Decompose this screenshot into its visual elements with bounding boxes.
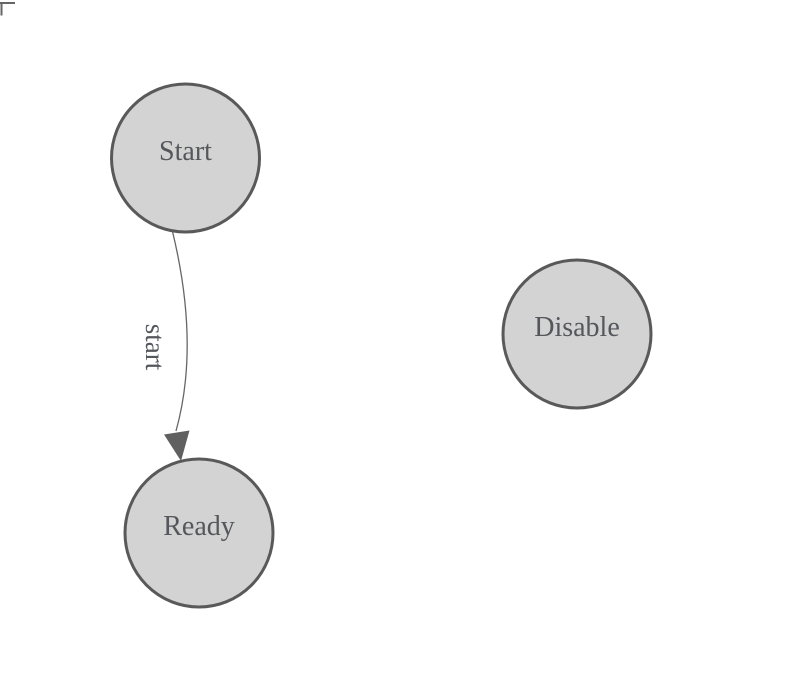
node-start[interactable]: Start — [110, 82, 261, 234]
node-disable-circle[interactable] — [501, 258, 653, 410]
canvas-corner-mark-icon — [0, 2, 15, 16]
node-start-circle[interactable] — [110, 82, 261, 234]
edge-label: start — [140, 324, 170, 371]
node-ready-circle[interactable] — [123, 457, 275, 609]
node-disable[interactable]: Disable — [501, 258, 653, 410]
edge-line — [171, 231, 188, 432]
edge-start-to-ready[interactable]: start — [140, 231, 190, 462]
arrowhead-icon — [164, 430, 190, 461]
node-ready[interactable]: Ready — [123, 457, 275, 609]
